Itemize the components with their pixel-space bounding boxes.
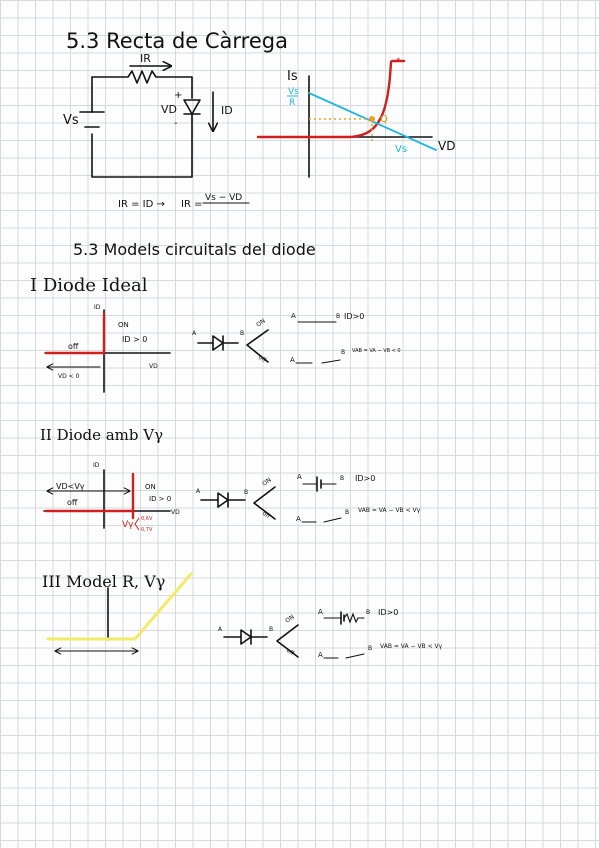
vgamma-diode-curve — [44, 472, 135, 513]
svg-text:ON: ON — [145, 483, 156, 491]
svg-text:A: A — [192, 330, 197, 337]
current-label: IR — [140, 52, 151, 65]
q-point — [369, 116, 375, 122]
svg-text:A: A — [291, 312, 296, 320]
svg-text:ON: ON — [261, 477, 273, 488]
svg-text:B: B — [345, 509, 349, 516]
svg-text:A: A — [290, 356, 295, 364]
svg-text:Vγ: Vγ — [122, 520, 134, 530]
resistor — [91, 70, 193, 99]
svg-text:ID>0: ID>0 — [344, 312, 364, 321]
load-line-circuit: IR Vs + VD - ID — [63, 52, 233, 178]
svg-text:B: B — [244, 489, 248, 496]
section-title-load-line: 5.3 Recta de Càrrega — [66, 29, 288, 53]
svg-text:A: A — [196, 488, 201, 495]
diode-iv-curve — [256, 60, 393, 139]
graph-x-label: VD — [438, 139, 455, 153]
x-intercept-label: Vs — [395, 144, 407, 155]
svg-text:B: B — [340, 475, 344, 482]
svg-text:ON: ON — [255, 318, 267, 329]
svg-text:-: - — [174, 118, 178, 129]
svg-text:B: B — [368, 645, 372, 652]
svg-text:IR = ID →: IR = ID → — [118, 199, 165, 210]
svg-text:A: A — [218, 626, 223, 633]
diode-voltage-label: VD — [161, 103, 177, 116]
graph-y-label: Is — [287, 69, 298, 84]
q-label: Q — [380, 114, 388, 125]
svg-text:VD<Vγ: VD<Vγ — [56, 482, 85, 491]
model3-title: III Model R, Vγ — [42, 572, 165, 591]
svg-text:Vs: Vs — [288, 87, 299, 97]
svg-text:VAB = VA − VB < 0: VAB = VA − VB < 0 — [352, 348, 401, 354]
model2-title: II Diode amb Vγ — [40, 426, 163, 444]
svg-text:+: + — [174, 90, 182, 101]
svg-text:off: off — [257, 354, 268, 365]
model1-schematic: A B ON off A B ID>0 A B VAB = VA − VB < … — [192, 312, 401, 365]
model1-title: I Diode Ideal — [30, 275, 148, 296]
svg-text:VD < 0: VD < 0 — [58, 373, 80, 380]
svg-text:Vs − VD: Vs − VD — [205, 193, 242, 203]
source-label: Vs — [63, 113, 79, 128]
ideal-diode-curve — [44, 312, 106, 355]
svg-text:VD: VD — [171, 509, 180, 516]
svg-text:off: off — [68, 342, 79, 351]
model2-graph: ID VD<Vγ off ON ID > 0 VD Vγ 0,6V 0,7V — [43, 462, 180, 533]
svg-text:ON: ON — [284, 614, 296, 625]
svg-text:A: A — [296, 515, 301, 523]
model3-schematic: A B ON off A B ID>0 A B VAB = VA − VB < … — [218, 608, 443, 659]
model2-schematic: A B ON off A B ID>0 A B VAB = VA − VB < … — [196, 473, 421, 523]
svg-text:off: off — [67, 498, 78, 507]
svg-text:ID > 0: ID > 0 — [149, 495, 171, 503]
svg-text:0,7V: 0,7V — [141, 527, 153, 533]
svg-text:ON: ON — [118, 321, 129, 329]
resistive-slope — [133, 572, 193, 641]
svg-text:A: A — [318, 651, 323, 659]
model3-graph — [46, 572, 193, 651]
svg-text:0,6V: 0,6V — [141, 516, 153, 522]
svg-text:ID>0: ID>0 — [355, 474, 375, 483]
svg-text:B: B — [341, 349, 345, 356]
svg-text:ID>0: ID>0 — [378, 608, 398, 617]
svg-text:ID > 0: ID > 0 — [122, 335, 147, 344]
svg-text:B: B — [366, 609, 370, 616]
svg-text:B: B — [240, 330, 244, 337]
svg-text:IR =: IR = — [181, 199, 202, 210]
svg-text:VD: VD — [149, 363, 158, 370]
svg-text:ID: ID — [94, 304, 101, 311]
svg-text:VAB = VA − VB < Vγ: VAB = VA − VB < Vγ — [358, 507, 421, 514]
svg-text:off: off — [261, 510, 272, 521]
model1-graph: ID ON ID > 0 off VD < 0 VD — [44, 304, 171, 393]
svg-text:B: B — [269, 626, 273, 633]
svg-text:*: * — [396, 57, 401, 67]
svg-text:R: R — [289, 98, 295, 108]
svg-text:A: A — [297, 473, 302, 481]
section-title-models: 5.3 Models circuitals del diode — [73, 240, 316, 259]
load-line-formula: IR = ID → IR = Vs − VD — [118, 193, 250, 210]
diode-current-label: ID — [221, 104, 233, 117]
svg-text:off: off — [285, 647, 296, 658]
svg-text:B: B — [336, 313, 340, 320]
load-line-graph: * Q Is Vs R Vs VD — [256, 57, 455, 178]
svg-text:VAB = VA − VB < Vγ: VAB = VA − VB < Vγ — [380, 643, 443, 650]
svg-text:ID: ID — [93, 462, 100, 469]
svg-text:A: A — [318, 608, 323, 616]
diode-symbol — [183, 99, 201, 115]
